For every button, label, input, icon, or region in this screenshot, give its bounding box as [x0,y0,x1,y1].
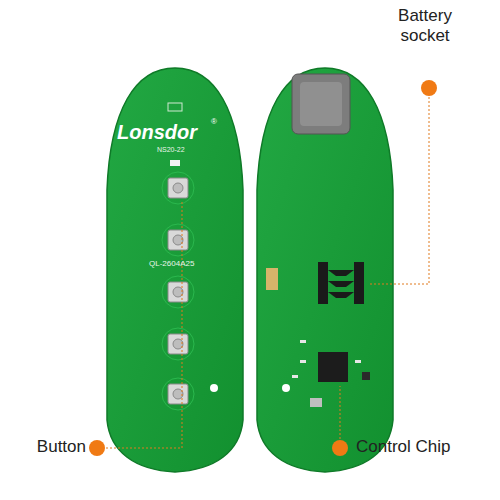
control-chip [318,352,348,382]
pcb-back [257,68,393,472]
led [170,160,180,166]
board-marking: QL-2604A25 [149,259,194,268]
callout-label: Control Chip [356,437,451,457]
led-pad [168,103,182,111]
battery-contacts [318,262,364,304]
traces [162,172,194,410]
callout-dots [89,80,437,456]
mount-hole [282,384,290,392]
battery-holder [292,74,350,134]
leader-lines [106,97,429,448]
board-marking: NS20-22 [157,146,185,154]
callout-label: Button [37,437,86,457]
battery-holder-face [300,82,342,126]
gold-pad [266,268,278,290]
registered-mark: ® [211,117,217,126]
mount-hole [210,384,218,392]
pcb-front [107,68,243,472]
components [292,340,370,407]
callout-label: Battery socket [394,6,456,45]
buttons [168,178,188,404]
brand-logo: Lonsdor [117,121,197,144]
